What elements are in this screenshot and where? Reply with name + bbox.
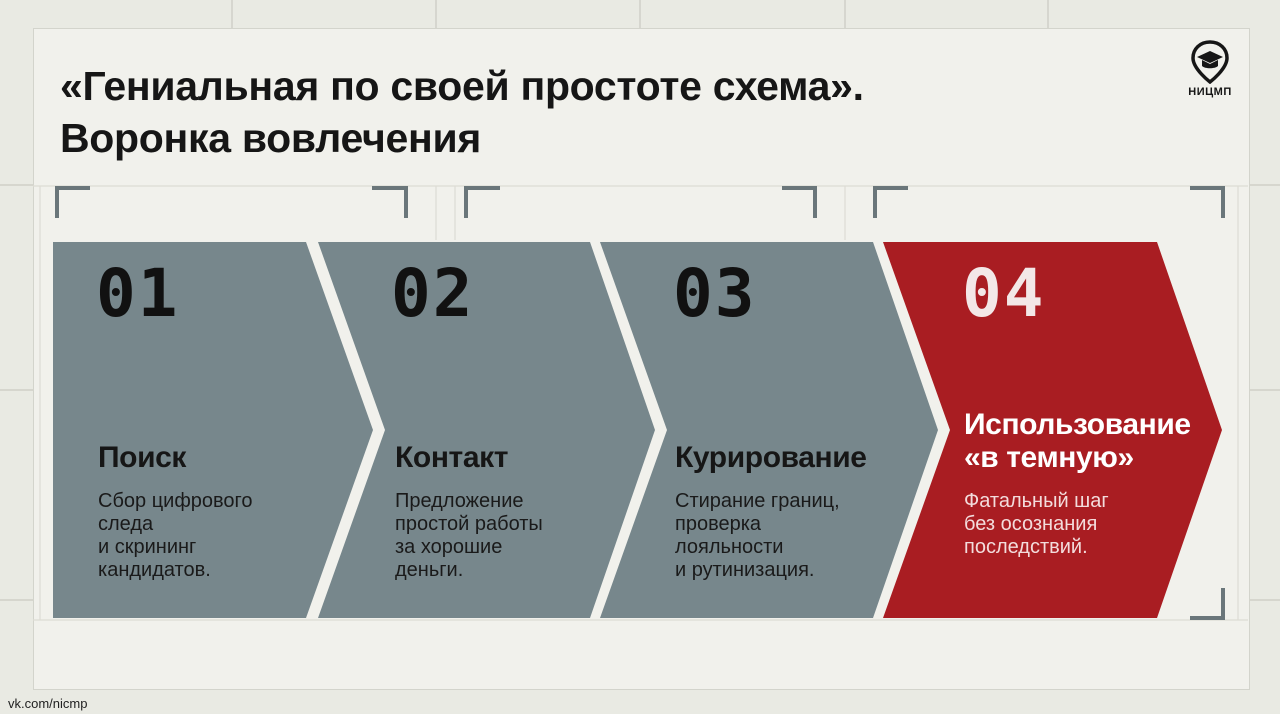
step-03-number: 03 xyxy=(673,255,757,332)
step-02-shape xyxy=(318,242,655,618)
nicmp-logo: НИЦМП xyxy=(1178,40,1242,98)
step-04-description: Фатальный шаг без осознания последствий. xyxy=(964,490,1109,558)
step-03-description: Стирание границ, проверка лояльности и р… xyxy=(675,490,840,581)
step-03-title: Курирование xyxy=(675,441,867,474)
title-line-1: «Гениальная по своей простоте схема». xyxy=(60,63,864,109)
step-01-number: 01 xyxy=(96,255,180,332)
step-02-title: Контакт xyxy=(395,441,509,474)
graduation-pin-icon xyxy=(1191,40,1229,84)
step-04-title-line-1: Использование xyxy=(964,408,1191,441)
corner-brackets xyxy=(55,186,1225,620)
step-02-number: 02 xyxy=(391,255,475,332)
step-04-shape xyxy=(883,242,1222,618)
page-title: «Гениальная по своей простоте схема». Во… xyxy=(60,60,864,164)
step-01-title: Поиск xyxy=(98,441,187,474)
step-01-shape xyxy=(53,242,373,618)
step-02-description: Предложение простой работы за хорошие де… xyxy=(395,490,543,581)
title-line-2: Воронка вовлечения xyxy=(60,115,481,161)
footer-source-link[interactable]: vk.com/nicmp xyxy=(8,696,88,711)
step-01-description: Сбор цифрового следа и скрининг кандидат… xyxy=(98,490,253,581)
step-03-shape xyxy=(600,242,938,618)
step-04-number: 04 xyxy=(962,255,1046,332)
step-04-title: Использование «в темную» xyxy=(964,408,1191,474)
step-04-title-line-2: «в темную» xyxy=(964,441,1134,474)
logo-text: НИЦМП xyxy=(1188,86,1232,98)
